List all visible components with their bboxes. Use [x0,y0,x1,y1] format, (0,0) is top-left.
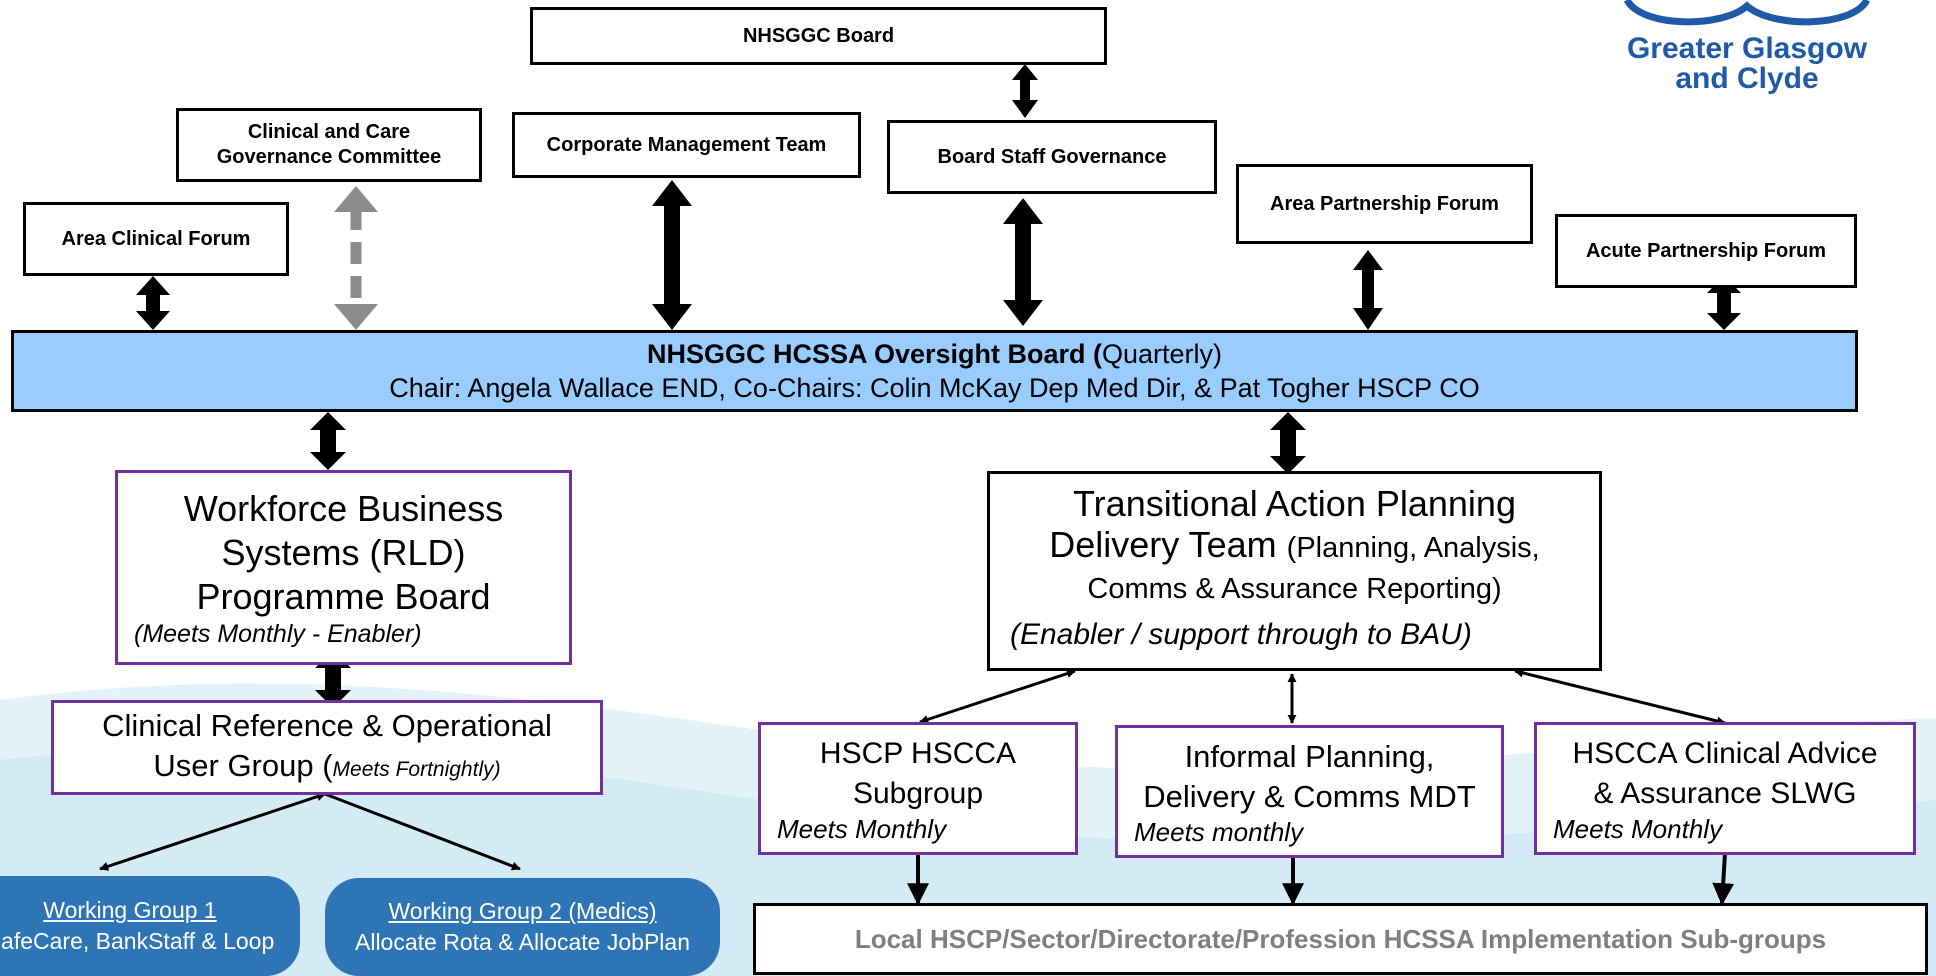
working-group-1-detail: SafeCare, BankStaff & Loop [0,928,275,954]
subgroup-hscca-note: Meets Monthly [1553,813,1723,844]
transitional-note: (Enabler / support through to BAU) [1010,617,1472,651]
working-group-2-detail: Allocate Rota & Allocate JobPlan [355,929,690,955]
corporate-management-box: Corporate Management Team [512,112,861,178]
subgroup-hscp-note: Meets Monthly [777,813,947,844]
board-staff-governance-box: Board Staff Governance [887,120,1217,194]
logo-line-1: Greater Glasgow [1626,32,1868,65]
working-group-2[interactable]: Working Group 2 (Medics) Allocate Rota &… [325,878,720,976]
local-implementation-label: Local HSCP/Sector/Directorate/Profession… [854,923,1827,954]
oversight-title-frequency: Quarterly) [1102,339,1223,369]
clinical-care-governance-box: Clinical and Care Governance Committee [176,108,482,182]
workforce-meeting-note: (Meets Monthly - Enabler) [134,619,422,648]
transitional-line2-main: Delivery Team [1049,523,1287,565]
clinical-care-governance-line1: Clinical and Care [247,121,411,143]
workforce-line1: Workforce Business [183,487,504,529]
working-group-1[interactable]: Working Group 1 SafeCare, BankStaff & Lo… [0,876,300,976]
corporate-management-label: Corporate Management Team [546,133,827,156]
subgroup-informal-line1: Informal Planning, [1184,738,1435,774]
transitional-line2-rest: (Planning, Analysis, [1286,531,1540,564]
area-partnership-forum-box: Area Partnership Forum [1236,164,1533,244]
logo-line-2: and Clyde [1675,62,1819,95]
subgroup-hscca-line1: HSCCA Clinical Advice [1572,736,1878,770]
area-clinical-forum-label: Area Clinical Forum [61,227,251,250]
clinical-reference-line2: User Group (Meets Fortnightly) [153,746,500,790]
clinical-reference-frequency: Meets Fortnightly) [332,757,501,781]
board-staff-governance-label: Board Staff Governance [937,145,1167,168]
workforce-programme-board-box: Workforce Business Systems (RLD) Program… [115,470,572,665]
workforce-line3: Programme Board [196,575,491,617]
clinical-reference-group-box: Clinical Reference & Operational User Gr… [51,700,603,795]
area-clinical-forum-box: Area Clinical Forum [23,202,289,276]
transitional-line1: Transitional Action Planning [1073,482,1516,524]
subgroup-hscca-line2: & Assurance SLWG [1593,776,1857,810]
local-implementation-subgroups-box: Local HSCP/Sector/Directorate/Profession… [753,903,1928,975]
transitional-line2: Delivery Team (Planning, Analysis, [1049,524,1540,569]
transitional-line3: Comms & Assurance Reporting) [1087,572,1502,605]
oversight-title-bold: NHSGGC HCSSA Oversight Board ( [646,339,1103,369]
working-group-1-title[interactable]: Working Group 1 [43,897,217,923]
subgroup-hscp-hscca: HSCP HSCCA Subgroup Meets Monthly [758,722,1078,855]
subgroup-informal-line2: Delivery & Comms MDT [1143,778,1476,814]
clinical-reference-line2-main: User Group ( [153,747,333,783]
clinical-reference-line1: Clinical Reference & Operational [102,707,552,743]
subgroup-hscca-clinical-advice: HSCCA Clinical Advice & Assurance SLWG M… [1534,722,1916,855]
area-partnership-forum-label: Area Partnership Forum [1270,192,1499,215]
acute-partnership-forum-box: Acute Partnership Forum [1555,214,1857,288]
oversight-board-banner: NHSGGC HCSSA Oversight Board (Quarterly)… [11,330,1858,412]
oversight-chair-line: Chair: Angela Wallace END, Co-Chairs: Co… [389,373,1480,403]
clinical-care-governance-line2: Governance Committee [216,146,442,168]
oversight-title: NHSGGC HCSSA Oversight Board (Quarterly) [647,337,1222,371]
subgroup-hscp-line1: HSCP HSCCA [819,736,1017,770]
logo-swoosh-icon [1623,0,1871,26]
subgroup-informal-planning: Informal Planning, Delivery & Comms MDT … [1115,725,1504,858]
nhsggc-board-box: NHSGGC Board [530,7,1107,65]
workforce-line2: Systems (RLD) [221,531,466,573]
acute-partnership-forum-label: Acute Partnership Forum [1585,239,1827,262]
subgroup-hscp-line2: Subgroup [852,776,984,810]
working-group-2-title[interactable]: Working Group 2 (Medics) [388,898,657,924]
subgroup-informal-note: Meets monthly [1134,816,1304,847]
nhsggc-board-label: NHSGGC Board [742,24,895,47]
nhs-ggc-logo: Greater Glasgow and Clyde [1582,0,1912,110]
transitional-action-planning-box: Transitional Action Planning Delivery Te… [987,471,1602,671]
